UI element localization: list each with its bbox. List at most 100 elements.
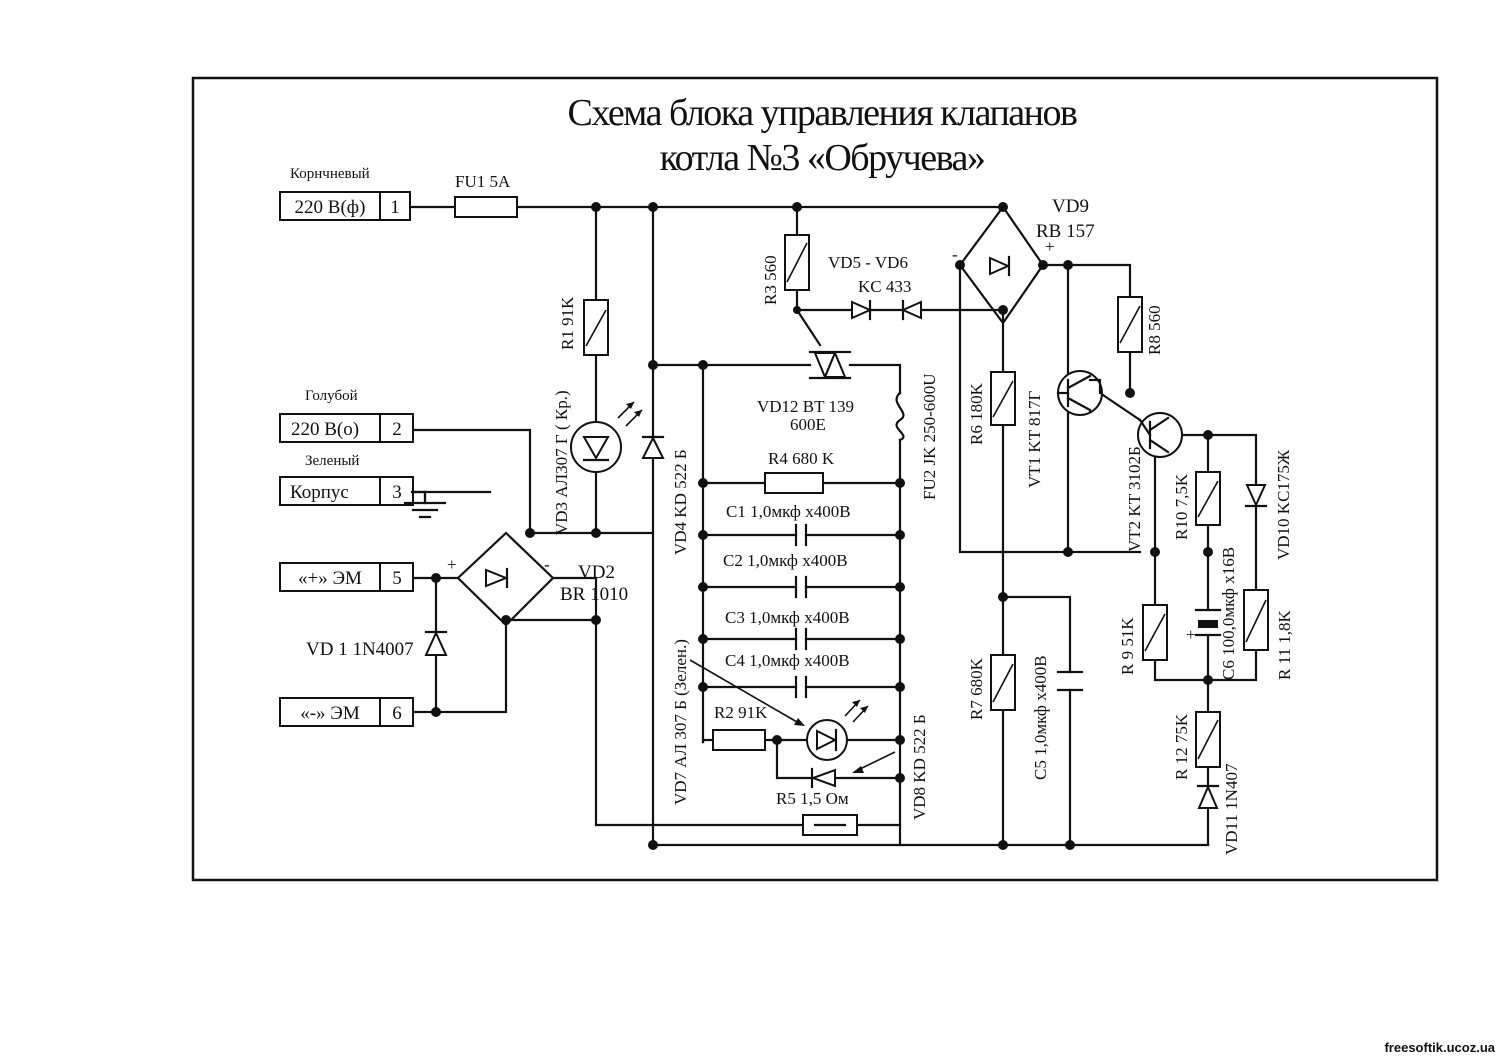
terminal-6: «-» ЭМ 6 [279,697,414,727]
triac-vd12: VD12 BT 139 600E [757,350,854,434]
resistor-r5: R5 1,5 Ом [776,789,858,836]
resistor-r7: R7 680K [967,654,1016,720]
vd2-name: VD2 [578,562,615,583]
c1-label: C1 1,0мкф х400В [726,502,851,521]
transistor-vt2: VT2 KT 3102Б [1125,412,1183,552]
transistor-vt1: VT1 KT 817Г [1025,370,1103,488]
terminal-1-name: 220 В(ф) [295,197,366,218]
resistor-r9: R 9 51K [1118,604,1168,675]
capacitor-c3: C3 1,0мкф х400В [725,608,850,651]
schematic-frame [191,76,1439,882]
c4-label: C4 1,0мкф х400В [725,651,850,670]
resistor-r4: R4 680 K [764,449,835,494]
resistor-r10: R10 7,5K [1172,471,1221,540]
vd1-label: VD 1 1N4007 [306,639,414,660]
resistor-r1: R1 91K [558,296,609,356]
vd5-vd6-name: VD5 - VD6 [828,253,908,272]
vt1-label: VT1 KT 817Г [1025,390,1044,488]
ground-icon [403,490,492,519]
bridge-vd9: - + VD9 RB 157 [952,196,1095,325]
r9-label: R 9 51K [1118,617,1137,675]
vt2-label: VT2 KT 3102Б [1125,446,1144,552]
terminal-2-name: 220 В(о) [291,419,359,440]
r1-label: R1 91K [558,296,577,350]
c2-label: C2 1,0мкф х400В [723,551,848,570]
diode-vd4: VD4 KD 522 Б [641,435,690,555]
capacitor-c5: C5 1,0мкф х400В [1031,655,1084,780]
wires [408,205,1258,847]
capacitor-c2: C2 1,0мкф х400В [723,551,848,599]
terminal-3-wire-label: Зеленый [305,453,359,469]
fuse-fu1: FU1 5A [454,172,518,218]
terminal-6-number: 6 [392,703,402,724]
capacitor-c6: + C6 100,0мкф х16В [1186,547,1238,680]
terminal-2-number: 2 [392,419,402,440]
resistor-r8: R8 560 [1117,296,1164,355]
vd9-plus-sign: + [1045,237,1055,256]
vd8-label: VD8 KD 522 Б [910,714,929,820]
fu2-label: FU2 JK 250-600U [920,373,939,500]
terminal-1-wire-label: Корнчневый [290,166,370,182]
c3-label: C3 1,0мкф х400В [725,608,850,627]
resistor-r2: R2 91K [712,703,768,751]
vd10-label: VD10 KC175Ж [1274,449,1293,560]
r4-label: R4 680 K [768,449,835,468]
resistor-r6: R6 180K [967,371,1016,445]
vd9-name: VD9 [1052,196,1089,217]
resistor-r3: R3 560 [761,234,810,305]
vd11-label: VD11 1N407 [1222,763,1241,855]
r7-label: R7 680K [967,657,986,720]
terminal-3-name: Корпус [290,482,349,503]
title-line-2: котла №3 «Обручева» [660,137,985,179]
vd4-label: VD4 KD 522 Б [671,449,690,555]
fuse-fu2: FU2 JK 250-600U [895,373,939,500]
vd3-label: VD3 АЛ307 Г ( Кр.) [552,390,571,535]
vd2-plus-sign: + [447,555,457,574]
c5-label: C5 1,0мкф х400В [1031,655,1050,780]
r5-label: R5 1,5 Ом [776,789,849,808]
capacitor-c4: C4 1,0мкф х400В [725,651,850,699]
vd12-name: VD12 BT 139 [757,397,854,416]
zener-vd10: VD10 KC175Ж [1244,449,1293,560]
terminal-5-number: 5 [392,568,402,589]
vd9-minus-sign: - [952,245,958,264]
r10-label: R10 7,5K [1172,473,1191,540]
led-vd3: VD3 АЛ307 Г ( Кр.) [552,390,643,535]
diode-vd8: VD8 KD 522 Б [810,714,929,820]
vd5-vd6-type: KC 433 [858,277,911,296]
r6-label: R6 180K [967,382,986,445]
r8-label: R8 560 [1145,305,1164,355]
diode-vd1: VD 1 1N4007 [306,630,448,660]
r3-label: R3 560 [761,255,780,305]
terminal-1: Корнчневый 220 В(ф) 1 [279,166,411,221]
terminal-5: «+» ЭМ 5 [279,562,414,592]
c6-plus-sign: + [1186,625,1196,644]
terminal-1-number: 1 [390,197,400,218]
resistor-r11: R 11 1,8K [1243,589,1294,680]
c6-label: C6 100,0мкф х16В [1219,547,1238,680]
r2-label: R2 91K [714,703,768,722]
terminal-3-number: 3 [392,482,402,503]
terminal-3: Зеленый Корпус 3 [279,453,414,506]
r12-label: R 12 75K [1172,713,1191,780]
terminal-2-wire-label: Голубой [305,388,358,404]
title-line-1: Схема блока управления клапанов [568,92,1077,134]
vd9-type: RB 157 [1036,221,1095,242]
capacitor-c1: C1 1,0мкф х400В [726,502,851,547]
vd2-minus-sign: - [544,555,550,574]
led-vd7: VD7 АЛ 307 Б (Зелен.) [671,639,869,805]
bridge-vd2: + - VD2 BR 1010 [447,531,628,627]
vd7-label: VD7 АЛ 307 Б (Зелен.) [671,639,690,805]
terminal-6-name: «-» ЭМ [300,703,360,724]
diode-vd11: VD11 1N407 [1196,763,1241,855]
watermark: freesoftik.ucoz.ua [1384,1040,1495,1055]
vd2-type: BR 1010 [560,584,628,605]
zener-vd5-vd6: VD5 - VD6 KC 433 [828,253,922,321]
terminal-2: Голубой 220 В(о) 2 [279,388,414,443]
resistor-r12: R 12 75K [1172,711,1221,780]
vd12-type: 600E [790,415,826,434]
terminal-5-name: «+» ЭМ [298,568,362,589]
r11-label: R 11 1,8K [1275,610,1294,680]
fu1-label: FU1 5A [455,172,511,191]
